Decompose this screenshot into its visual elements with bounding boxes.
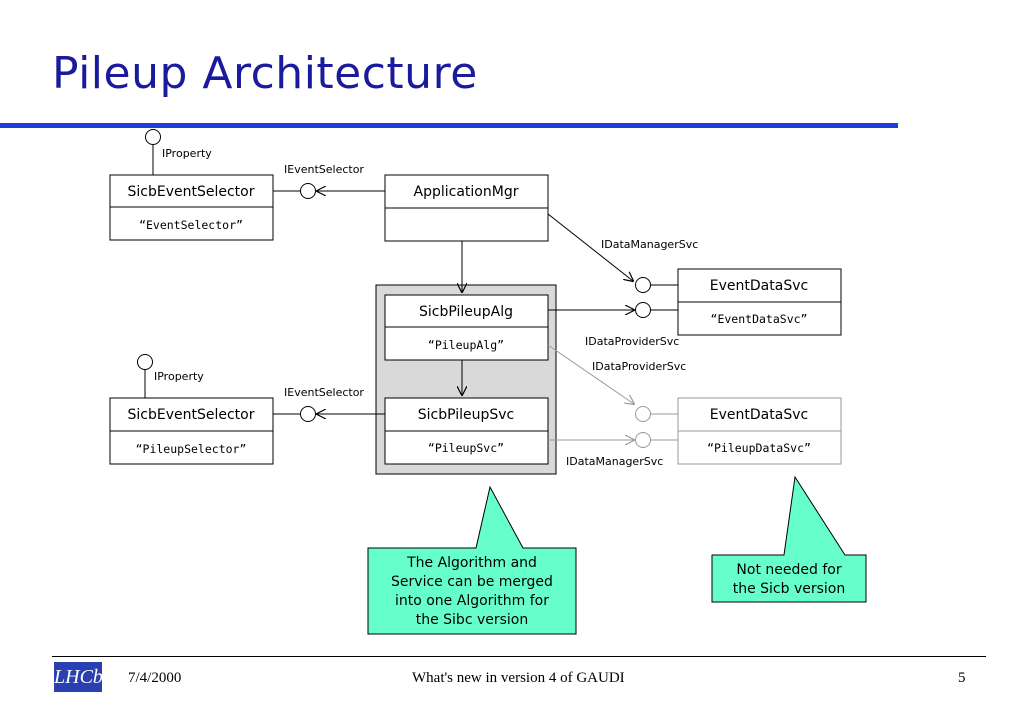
idataprovidersvc-label-lower: IDataProviderSvc: [592, 360, 686, 373]
title-underline: [0, 123, 898, 128]
box-title: SicbEventSelector: [128, 407, 255, 423]
box-application-mgr: ApplicationMgr: [384, 174, 549, 242]
idatamanagersvc-label-lower: IDataManagerSvc: [566, 455, 663, 468]
note-line: the Sicb version: [733, 581, 846, 597]
box-subtitle: “PileupSelector”: [136, 442, 247, 456]
note-line: The Algorithm and: [406, 555, 537, 571]
box-title: SicbEventSelector: [128, 184, 255, 200]
footer-page-number: 5: [958, 670, 966, 686]
lhcb-logo: LHCb: [54, 662, 103, 692]
note-line: into one Algorithm for: [395, 593, 549, 609]
idatamanagersvc-interface-icon: [635, 277, 651, 293]
idataprovidersvc-label: IDataProviderSvc: [585, 335, 679, 348]
box-event-data-svc-top: EventDataSvc “EventDataSvc”: [677, 268, 842, 336]
iproperty-label: IProperty: [154, 370, 204, 383]
ieventselector-interface-icon: [300, 406, 316, 422]
box-sicb-event-selector-bottom: SicbEventSelector “PileupSelector”: [109, 397, 274, 465]
ieventselector-label: IEventSelector: [284, 386, 364, 399]
idatamanagersvc-interface-icon: [635, 432, 651, 448]
note-line: Not needed for: [736, 562, 841, 578]
box-sicb-pileup-alg: SicbPileupAlg “PileupAlg”: [384, 294, 549, 361]
footer-title: What's new in version 4 of GAUDI: [412, 670, 625, 686]
footer-rule: [52, 656, 986, 657]
box-title: EventDataSvc: [710, 278, 808, 294]
ieventselector-label: IEventSelector: [284, 163, 364, 176]
box-subtitle: “PileupDataSvc”: [707, 441, 811, 455]
box-sicb-pileup-svc: SicbPileupSvc “PileupSvc”: [384, 397, 549, 465]
box-title: ApplicationMgr: [414, 184, 519, 200]
box-subtitle: “EventSelector”: [139, 218, 243, 232]
idataprovidersvc-interface-icon: [635, 406, 651, 422]
box-subtitle: “PileupSvc”: [428, 441, 504, 455]
idatamanagersvc-label: IDataManagerSvc: [601, 238, 698, 251]
box-subtitle: “EventDataSvc”: [711, 312, 808, 326]
note-line: Service can be merged: [391, 574, 553, 590]
iproperty-interface-icon: [145, 129, 161, 145]
box-subtitle: “PileupAlg”: [428, 338, 504, 352]
box-title: SicbPileupAlg: [419, 304, 513, 320]
page-title: Pileup Architecture: [52, 48, 478, 99]
iproperty-label: IProperty: [162, 147, 212, 160]
note-line: the Sibc version: [416, 612, 529, 628]
callout-not-needed-note: Not needed for the Sicb version: [711, 475, 867, 603]
iproperty-interface-icon: [137, 354, 153, 370]
box-title: EventDataSvc: [710, 407, 808, 423]
box-sicb-event-selector-top: SicbEventSelector “EventSelector”: [109, 174, 274, 241]
box-event-data-svc-bottom: EventDataSvc “PileupDataSvc”: [677, 397, 842, 465]
idataprovidersvc-interface-icon: [635, 302, 651, 318]
box-title: SicbPileupSvc: [418, 407, 515, 423]
footer-date: 7/4/2000: [128, 670, 182, 686]
callout-merge-note: The Algorithm and Service can be merged …: [367, 485, 577, 635]
ieventselector-interface-icon: [300, 183, 316, 199]
